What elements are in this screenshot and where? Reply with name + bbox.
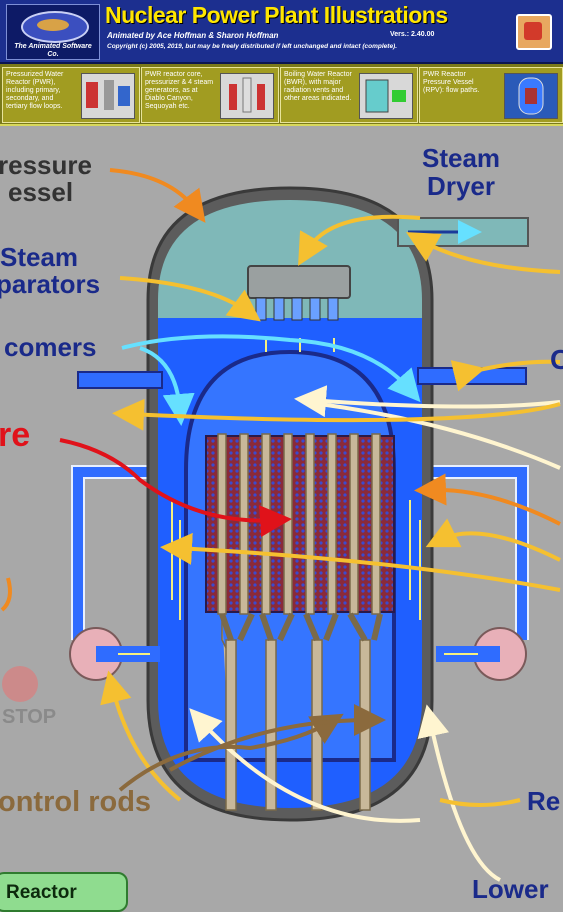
thumb-caption: PWR reactor core, pressurizer & 4 steam …	[145, 71, 214, 110]
illustration-thumbnails: Pressurized Water Reactor (PWR), includi…	[0, 64, 563, 126]
thumb-pwr-core[interactable]: PWR reactor core, pressurizer & 4 steam …	[141, 67, 279, 123]
steam-dome	[158, 200, 422, 318]
company-logo[interactable]: The Animated Software Co.	[6, 4, 100, 60]
menu-icon[interactable]	[516, 14, 552, 50]
label-right-partial: Re	[527, 786, 561, 816]
reactor-button[interactable]: Reactor	[0, 872, 128, 912]
logo-emblem-icon	[21, 11, 89, 43]
bwr-thumbnail-icon	[359, 73, 413, 119]
logo-text: The Animated Software Co.	[14, 43, 92, 58]
steam-outlet-pipe[interactable]	[397, 217, 529, 247]
label-downcomers: comers	[4, 332, 97, 362]
label-pointer-arrows	[0, 168, 561, 882]
thumb-rpv-flow[interactable]: PWR Reactor Pressure Vessel (RPV): flow …	[419, 67, 563, 123]
thumb-bwr[interactable]: Boiling Water Reactor (BWR), with major …	[280, 67, 418, 123]
reactor-vessel-diagram	[0, 168, 561, 882]
label-pressure-vessel: ressure essel	[0, 150, 92, 207]
label-control-rods: ontrol rods	[0, 786, 152, 818]
thumb-caption: Boiling Water Reactor (BWR), with major …	[284, 71, 352, 102]
copyright-line: Copyright (c) 2005, 2019, but may be fre…	[107, 43, 398, 50]
pwr-core-thumbnail-icon	[220, 73, 274, 119]
thumb-pwr-loops[interactable]: Pressurized Water Reactor (PWR), includi…	[2, 67, 140, 123]
reactor-core-fuel[interactable]	[205, 435, 395, 613]
version-label: Vers.: 2.40.00	[390, 31, 435, 38]
stop-button[interactable]	[2, 666, 38, 702]
thumb-caption: Pressurized Water Reactor (PWR), includi…	[6, 71, 64, 110]
steam-dryer[interactable]	[247, 265, 351, 299]
app-header: The Animated Software Co. Nuclear Power …	[0, 0, 563, 64]
thumb-caption: PWR Reactor Pressure Vessel (RPV): flow …	[423, 71, 480, 94]
label-lower-plenum: Lower	[472, 874, 549, 904]
reactor-button-label: Reactor	[6, 882, 77, 903]
downcomer-arrows	[121, 334, 421, 426]
label-steam-dryer: Steam Dryer	[422, 143, 501, 201]
authors-line: Animated by Ace Hoffman & Sharon Hoffman	[107, 31, 279, 40]
label-steam-separators: Steam parators	[0, 242, 101, 299]
pwr-loops-thumbnail-icon	[81, 73, 135, 119]
label-right-c: C	[550, 344, 563, 375]
rpv-thumbnail-icon	[504, 73, 558, 119]
page-title: Nuclear Power Plant Illustrations	[105, 2, 448, 28]
coolant-pump-left[interactable]	[69, 627, 160, 681]
label-core: re	[0, 416, 31, 454]
stop-label: STOP	[2, 706, 57, 728]
